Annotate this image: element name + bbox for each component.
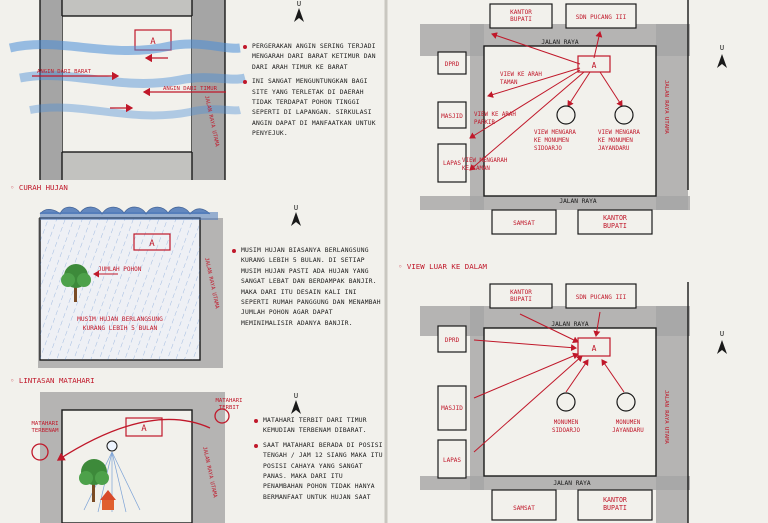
tree-icon bbox=[79, 459, 109, 502]
rain-title: ◦ CURAH HUJAN bbox=[10, 183, 68, 192]
svg-text:A: A bbox=[592, 344, 597, 353]
view-in-lapas bbox=[437, 439, 467, 479]
rain-tree-label: JUMLAH POHON bbox=[98, 266, 142, 273]
svg-text:SAMSAT: SAMSAT bbox=[513, 505, 535, 512]
svg-text:U: U bbox=[720, 330, 724, 338]
svg-text:LAPAS: LAPAS bbox=[443, 457, 461, 464]
view-out-sdn bbox=[565, 3, 637, 29]
svg-text:SAMSAT: SAMSAT bbox=[513, 220, 535, 227]
north-arrow-icon: U bbox=[717, 330, 727, 354]
view-out-kantor-bupati-2 bbox=[577, 209, 653, 235]
sun-note-2: SAAT MATAHARI BERADA DI POSISI TENGAH / … bbox=[254, 441, 384, 503]
svg-text:DPRD: DPRD bbox=[445, 337, 460, 344]
wind-note-1: PERGERAKAN ANGIN SERING TERJADI MENGARAH… bbox=[243, 42, 381, 73]
svg-text:A: A bbox=[149, 239, 155, 249]
sun-note-1: MATAHARI TERBIT DARI TIMUR KEMUDIAN TERB… bbox=[254, 416, 384, 437]
svg-text:DPRD: DPRD bbox=[445, 61, 460, 68]
sunrise-sun-icon bbox=[214, 408, 230, 424]
view-in-title: ◦ VIEW LUAR KE DALAM bbox=[398, 262, 488, 271]
sunset-sun-icon bbox=[31, 443, 49, 461]
wind-label-east: ANGIN DARI TIMUR bbox=[163, 86, 218, 92]
view-out-masjid bbox=[437, 101, 467, 129]
monumen-jayandaru-icon bbox=[614, 105, 634, 125]
wind-note-2: INI SANGAT MENGUNTUNGKAN BAGI SITE YANG … bbox=[243, 77, 381, 139]
wind-notes: PERGERAKAN ANGIN SERING TERJADI MENGARAH… bbox=[243, 42, 381, 144]
view-out-kantor-bupati bbox=[489, 3, 553, 29]
svg-text:U: U bbox=[297, 0, 301, 8]
view-arrow bbox=[491, 32, 581, 65]
house-icon bbox=[100, 490, 116, 510]
view-out-road-label: JALAN RAYA UTAMA bbox=[663, 80, 669, 135]
view-in-samsat bbox=[491, 489, 557, 521]
sun-path-arc bbox=[56, 418, 211, 461]
north-arrow-icon: U bbox=[294, 0, 304, 22]
view-out-dprd bbox=[437, 51, 467, 75]
wind-diagram: A ANGIN DARI BARAT ANGIN DARI TIMUR JALA… bbox=[8, 0, 304, 180]
rain-building-outline bbox=[133, 233, 171, 251]
wind-site-block bbox=[61, 15, 193, 153]
view-in-kantor-bupati-2 bbox=[577, 489, 653, 521]
view-out-samsat bbox=[491, 209, 557, 235]
svg-text:SDN PUCANG III: SDN PUCANG III bbox=[576, 14, 627, 21]
sun-notes: MATAHARI TERBIT DARI TIMUR KEMUDIAN TERB… bbox=[254, 416, 384, 507]
svg-text:MASJID: MASJID bbox=[441, 405, 463, 412]
view-in-dprd bbox=[437, 325, 467, 353]
sun-icon bbox=[106, 440, 118, 452]
svg-text:SDN PUCANG III: SDN PUCANG III bbox=[576, 294, 627, 301]
svg-text:JALAN RAYA: JALAN RAYA bbox=[541, 39, 579, 46]
north-arrow-icon: U bbox=[717, 44, 727, 68]
monumen-sidoarjo-icon bbox=[556, 105, 576, 125]
svg-text:MASJID: MASJID bbox=[441, 113, 463, 120]
rain-note-1: MUSIM HUJAN BIASANYA BERLANGSUNG KURANG … bbox=[232, 246, 382, 329]
wind-site-label: A bbox=[150, 37, 156, 47]
svg-text:LAPAS: LAPAS bbox=[443, 160, 461, 167]
svg-text:JALAN RAYA: JALAN RAYA bbox=[551, 321, 589, 328]
svg-text:A: A bbox=[592, 61, 597, 70]
view-in-road-label: JALAN RAYA UTAMA bbox=[663, 390, 669, 445]
view-in-kantor-bupati bbox=[489, 283, 553, 309]
svg-text:JALAN RAYA: JALAN RAYA bbox=[553, 480, 591, 487]
view-out-lapas bbox=[437, 143, 467, 183]
view-in-sdn bbox=[565, 283, 637, 309]
wind-label-west: ANGIN DARI BARAT bbox=[37, 69, 92, 75]
view-in-masjid bbox=[437, 385, 467, 431]
svg-text:U: U bbox=[294, 392, 298, 400]
sun-title: ◦ LINTASAN MATAHARI bbox=[10, 376, 95, 385]
svg-text:JALAN RAYA: JALAN RAYA bbox=[559, 198, 597, 205]
tree-icon bbox=[61, 264, 91, 302]
rain-notes: MUSIM HUJAN BIASANYA BERLANGSUNG KURANG … bbox=[232, 246, 382, 333]
svg-text:U: U bbox=[720, 44, 724, 52]
wind-band-upper bbox=[8, 39, 241, 56]
bullet-dot-icon: ◦ bbox=[10, 183, 19, 192]
wind-band-lower bbox=[29, 103, 241, 120]
north-arrow-icon: U bbox=[291, 204, 301, 226]
north-arrow-icon: U bbox=[291, 392, 301, 414]
svg-text:A: A bbox=[141, 424, 147, 434]
svg-text:U: U bbox=[294, 204, 298, 212]
